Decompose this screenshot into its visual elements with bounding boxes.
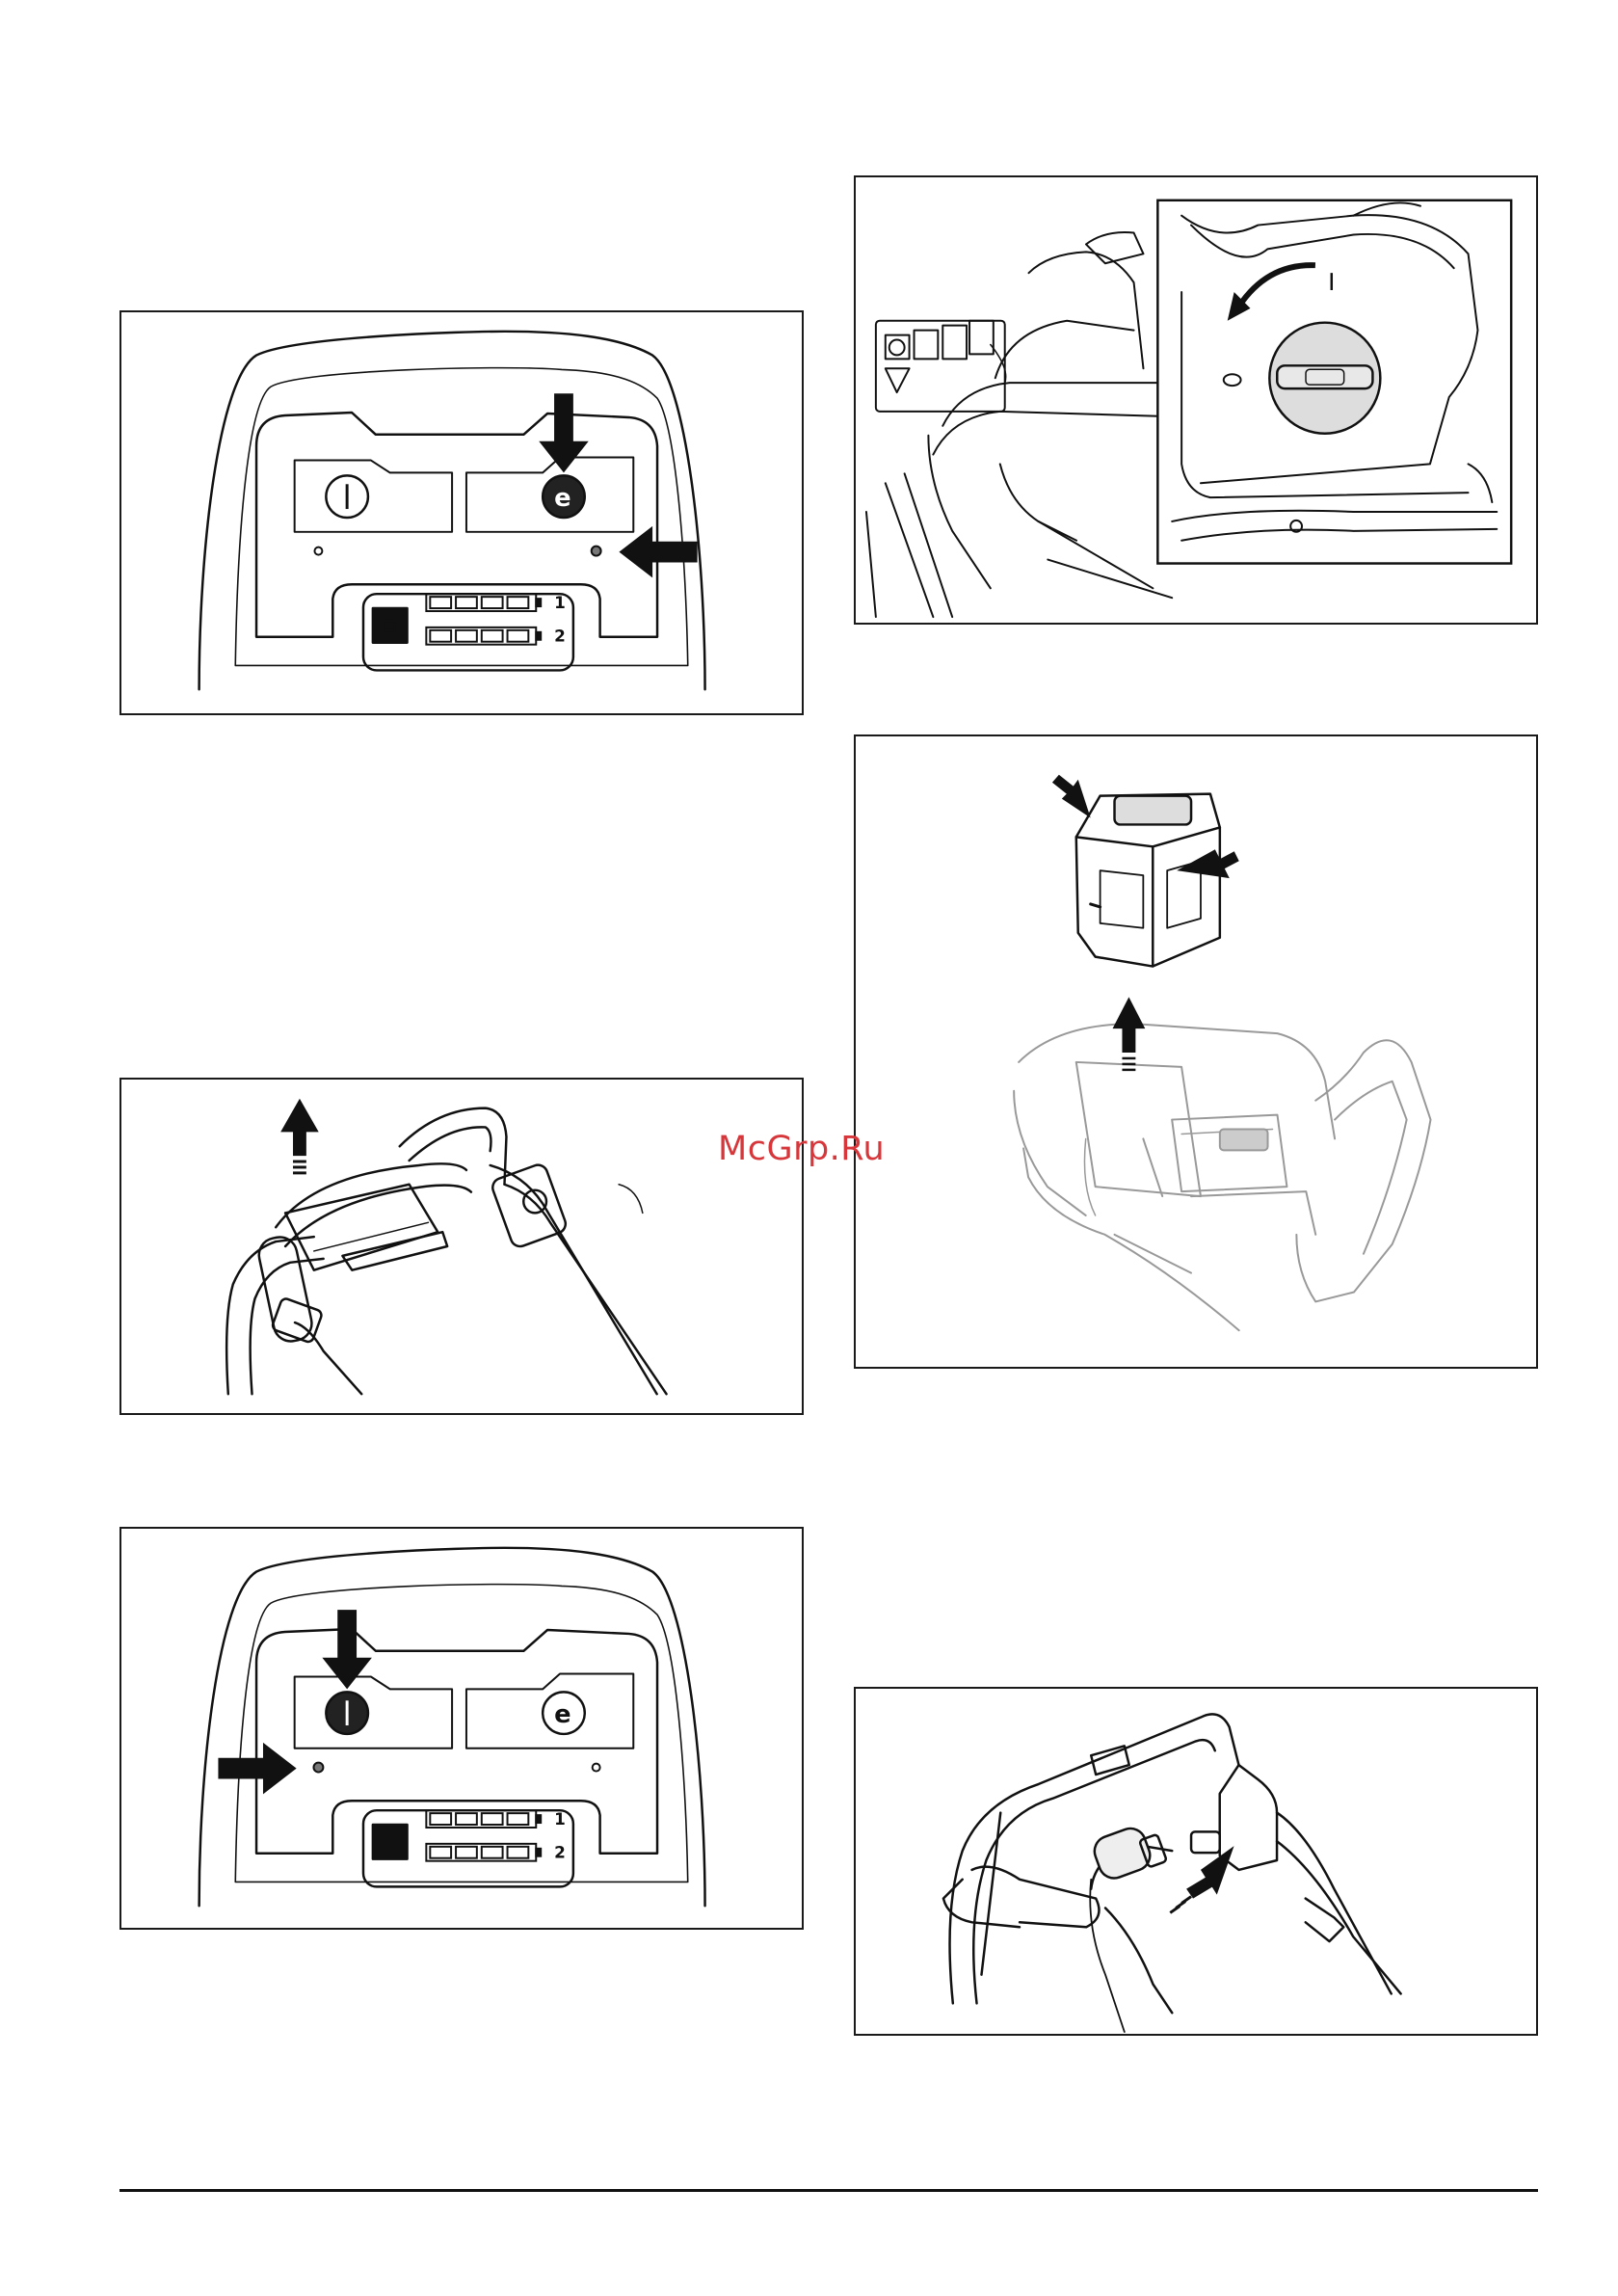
battery-indicator-icon (426, 594, 541, 644)
battery-slot-1-label: 1 (554, 1809, 566, 1829)
battery-slot-1-label: 1 (554, 593, 566, 612)
battery-removal-illustration (856, 736, 1536, 1367)
figure-charger-connection (854, 1687, 1538, 2036)
figure-control-panel-power: e 1 2 (119, 1527, 804, 1930)
arrow-icon (539, 393, 589, 472)
figure-battery-cover-lock (854, 175, 1538, 625)
battery-indicator-icon (426, 1810, 541, 1860)
figure-handle-lift (119, 1078, 804, 1415)
charger-connection-illustration (856, 1689, 1536, 2034)
control-panel-illustration: e 1 2 (121, 1529, 802, 1928)
handle-illustration (121, 1080, 802, 1413)
arrow-icon (1052, 775, 1091, 818)
control-panel-illustration: e 1 2 (121, 312, 802, 713)
svg-text:e: e (554, 1700, 570, 1729)
arrow-icon (280, 1099, 319, 1156)
battery-slot-2-label: 2 (554, 627, 566, 646)
figure-battery-removal (854, 734, 1538, 1369)
arrow-icon (1113, 997, 1146, 1053)
footer-rule (119, 2189, 1538, 2192)
battery-slot-2-label: 2 (554, 1843, 566, 1862)
svg-text:e: e (554, 484, 570, 513)
watermark: McGrp.Ru (718, 1130, 885, 1168)
battery-cover-illustration (856, 177, 1536, 623)
figure-control-panel-eco: e 1 2 (119, 310, 804, 715)
